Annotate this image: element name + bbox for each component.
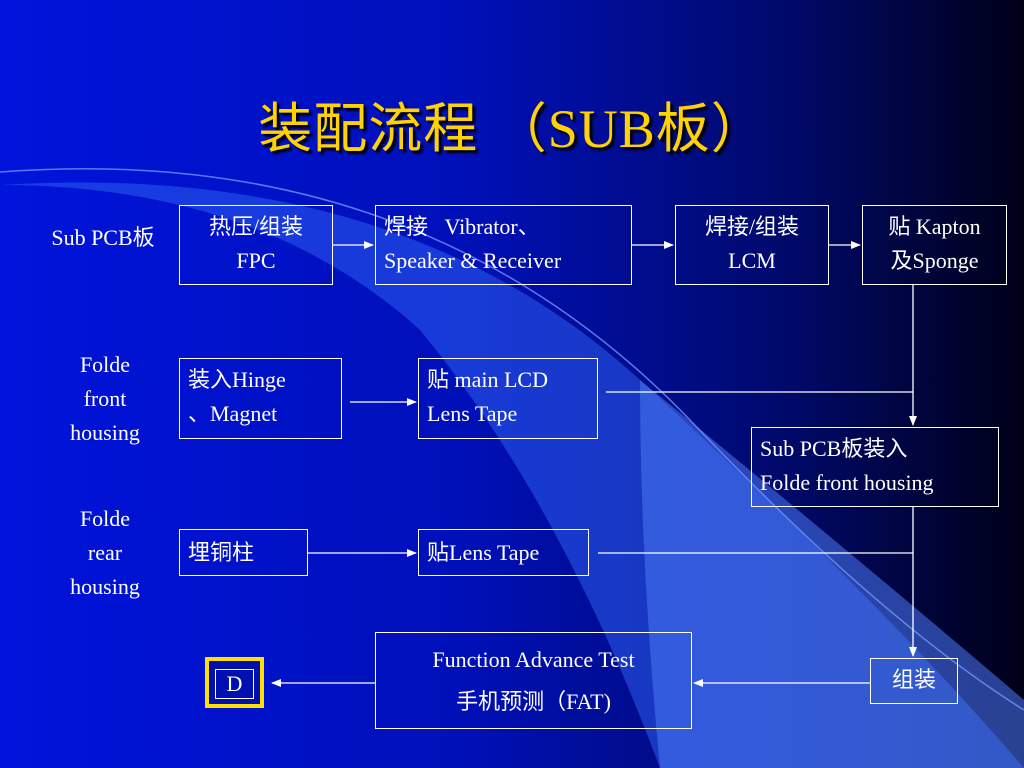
row-label-rear-line-2: rear: [87, 540, 123, 565]
box-assemble: 组装: [870, 658, 958, 704]
box-kapton-sponge-line-2: 及Sponge: [890, 248, 979, 273]
box-main-lcd-tape-line-2: Lens Tape: [427, 401, 518, 426]
box-d-highlight: D: [205, 657, 264, 708]
row-label-front-line-3: housing: [70, 420, 140, 445]
box-weld-vibrator-line-1: 焊接 Vibrator、: [384, 214, 540, 239]
box-fat-line-2: 手机预测（FAT): [456, 689, 611, 714]
box-hot-press-fpc-line-2: FPC: [236, 248, 276, 273]
box-weld-lcm: 焊接/组装 LCM: [675, 205, 829, 285]
box-weld-lcm-line-1: 焊接/组装: [704, 214, 800, 239]
box-hinge-magnet: 装入Hinge 、Magnet: [179, 358, 342, 439]
box-hinge-magnet-line-1: 装入Hinge: [188, 367, 286, 392]
box-copper-post-line-1: 埋铜柱: [188, 540, 255, 565]
box-copper-post: 埋铜柱: [179, 529, 308, 576]
box-sub-pcb-front-line-1: Sub PCB板装入: [760, 436, 908, 461]
box-kapton-sponge-line-1: 贴 Kapton: [888, 214, 981, 239]
row-label-rear-line-3: housing: [70, 574, 140, 599]
row-label-front-line-1: Folde: [79, 352, 131, 377]
row-label-sub-pcb-text: Sub PCB板: [51, 225, 155, 250]
box-main-lcd-tape-line-1: 贴 main LCD: [427, 367, 548, 392]
box-hot-press-fpc-line-1: 热压/组装: [208, 214, 304, 239]
box-main-lcd-tape: 贴 main LCD Lens Tape: [418, 358, 598, 439]
box-weld-lcm-line-2: LCM: [728, 248, 776, 273]
slide-title: 装配流程 （SUB板）: [258, 99, 766, 159]
row-label-folde-front: Folde front housing: [40, 348, 170, 450]
box-hinge-magnet-line-2: 、Magnet: [188, 401, 278, 426]
row-label-rear-line-1: Folde: [79, 506, 131, 531]
box-d-label: D: [215, 669, 254, 699]
box-kapton-sponge: 贴 Kapton 及Sponge: [862, 205, 1007, 285]
box-sub-pcb-front: Sub PCB板装入 Folde front housing: [751, 427, 999, 507]
box-assemble-line-1: 组装: [891, 667, 936, 692]
box-sub-pcb-front-line-2: Folde front housing: [760, 470, 934, 495]
box-hot-press-fpc: 热压/组装 FPC: [179, 205, 333, 285]
row-label-sub-pcb: Sub PCB板: [30, 221, 176, 255]
box-lens-tape: 贴Lens Tape: [418, 529, 589, 576]
box-fat: Function Advance Test 手机预测（FAT): [375, 632, 692, 729]
box-lens-tape-line-1: 贴Lens Tape: [427, 540, 540, 565]
row-label-folde-rear: Folde rear housing: [40, 502, 170, 604]
box-fat-line-1: Function Advance Test: [432, 647, 635, 672]
box-weld-vibrator: 焊接 Vibrator、 Speaker & Receiver: [375, 205, 632, 285]
row-label-front-line-2: front: [83, 386, 127, 411]
box-weld-vibrator-line-2: Speaker & Receiver: [384, 248, 562, 273]
